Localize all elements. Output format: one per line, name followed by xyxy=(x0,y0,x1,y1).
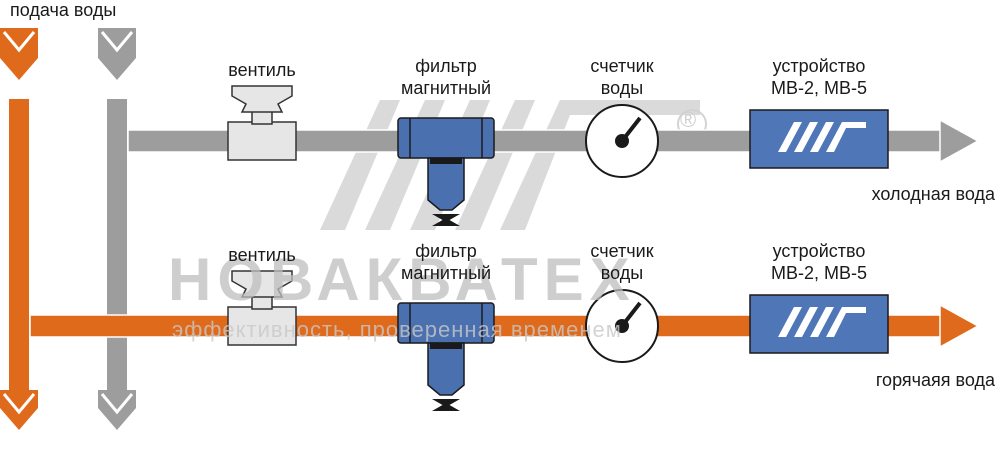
hot-valve-icon xyxy=(227,270,297,346)
hot-meter-label-line1: счетчик xyxy=(590,241,654,261)
hot-device-label-line2: МВ-2, МВ-5 xyxy=(770,263,867,283)
hot-water-label: горячаяя вода xyxy=(875,370,995,390)
hot-filter-label-line2: магнитный xyxy=(400,263,492,283)
hot-device-label-line1: устройство xyxy=(772,241,866,261)
supply-label: подача воды xyxy=(10,0,117,20)
hot-device-icon xyxy=(749,294,889,354)
cold-filter-icon xyxy=(397,117,495,226)
cold-device-label-line1: устройство xyxy=(772,56,866,76)
watermark-registered-mark: ® xyxy=(680,107,697,132)
mvt-logo-icon xyxy=(778,122,866,152)
cold-filter-label-line2: магнитный xyxy=(400,78,492,98)
mvt-logo-icon xyxy=(778,307,866,337)
cold-water-pipe xyxy=(127,118,980,164)
cold-meter-icon xyxy=(585,104,659,178)
supply-hot-pipe xyxy=(0,97,38,430)
cold-device-icon xyxy=(749,109,889,169)
cold-water-label: холодная вода xyxy=(871,184,995,204)
hot-filter-label-line1: фильтр xyxy=(415,241,477,261)
supply-hot-chevron-icon xyxy=(0,28,38,80)
cold-device-label-line2: МВ-2, МВ-5 xyxy=(770,78,867,98)
hot-filter-icon xyxy=(397,302,495,411)
cold-filter-label-line1: фильтр xyxy=(415,56,477,76)
watermark-slogan: эффективность, проверенная временем xyxy=(172,317,622,342)
cold-valve-label: вентиль xyxy=(228,60,296,80)
cold-meter-label-line1: счетчик xyxy=(590,56,654,76)
watermark-brand: НОВАКВАТЕХ xyxy=(168,246,636,313)
cold-valve-icon xyxy=(227,85,297,161)
hot-valve-label: вентиль xyxy=(228,245,296,265)
hot-meter-label-line2: воды xyxy=(600,263,644,283)
hot-meter-icon xyxy=(585,289,659,363)
supply-cold-chevron-icon xyxy=(98,28,136,80)
cold-meter-label-line2: воды xyxy=(600,78,644,98)
